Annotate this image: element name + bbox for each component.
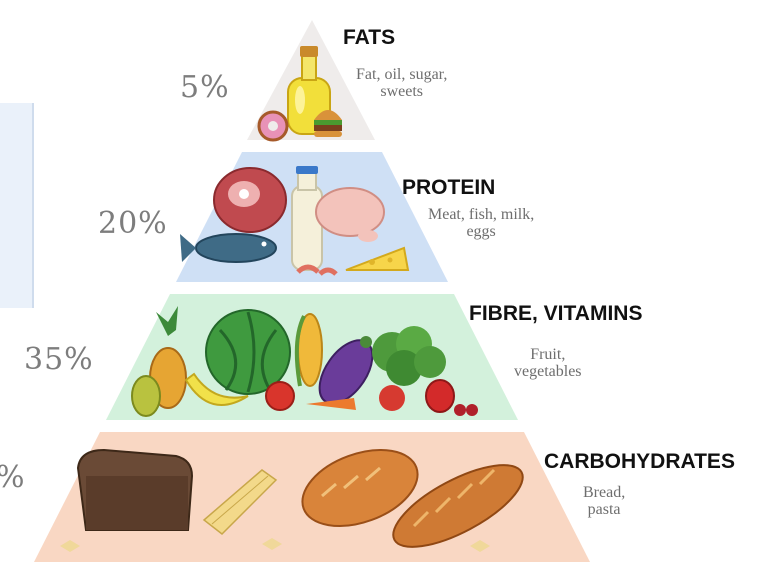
title-fats: FATS	[343, 26, 395, 50]
apple-icon	[379, 385, 405, 411]
percent-protein: 20%	[98, 206, 168, 241]
percent-fats: 5%	[180, 70, 230, 105]
tomato-icon	[266, 382, 294, 410]
title-fibre: FIBRE, VITAMINS	[469, 302, 642, 326]
desc-protein: Meat, fish, milk, eggs	[428, 206, 534, 240]
title-carbs: CARBOHYDRATES	[544, 450, 735, 474]
desc-fibre: Fruit, vegetables	[514, 346, 582, 380]
title-protein: PROTEIN	[402, 176, 495, 200]
desc-fats-line1: Fat, oil, sugar,	[356, 66, 447, 83]
bell-pepper-icon	[426, 380, 454, 412]
pear-icon	[132, 376, 160, 416]
donut-icon	[259, 112, 287, 140]
rye-bread-icon	[78, 450, 192, 530]
desc-protein-line1: Meat, fish, milk,	[428, 206, 534, 223]
percent-fibre: 35%	[24, 342, 94, 377]
desc-carbs: Bread, pasta	[583, 484, 625, 518]
ham-icon	[214, 168, 286, 232]
desc-fats-line2: sweets	[356, 83, 447, 100]
desc-fibre-line1: Fruit,	[514, 346, 582, 363]
desc-carbs-line2: pasta	[583, 501, 625, 518]
percent-carbs: %	[0, 460, 26, 495]
corn-icon	[297, 314, 322, 386]
desc-protein-line2: eggs	[428, 223, 534, 240]
desc-carbs-line1: Bread,	[583, 484, 625, 501]
desc-fibre-line2: vegetables	[514, 363, 582, 380]
desc-fats: Fat, oil, sugar, sweets	[356, 66, 447, 100]
